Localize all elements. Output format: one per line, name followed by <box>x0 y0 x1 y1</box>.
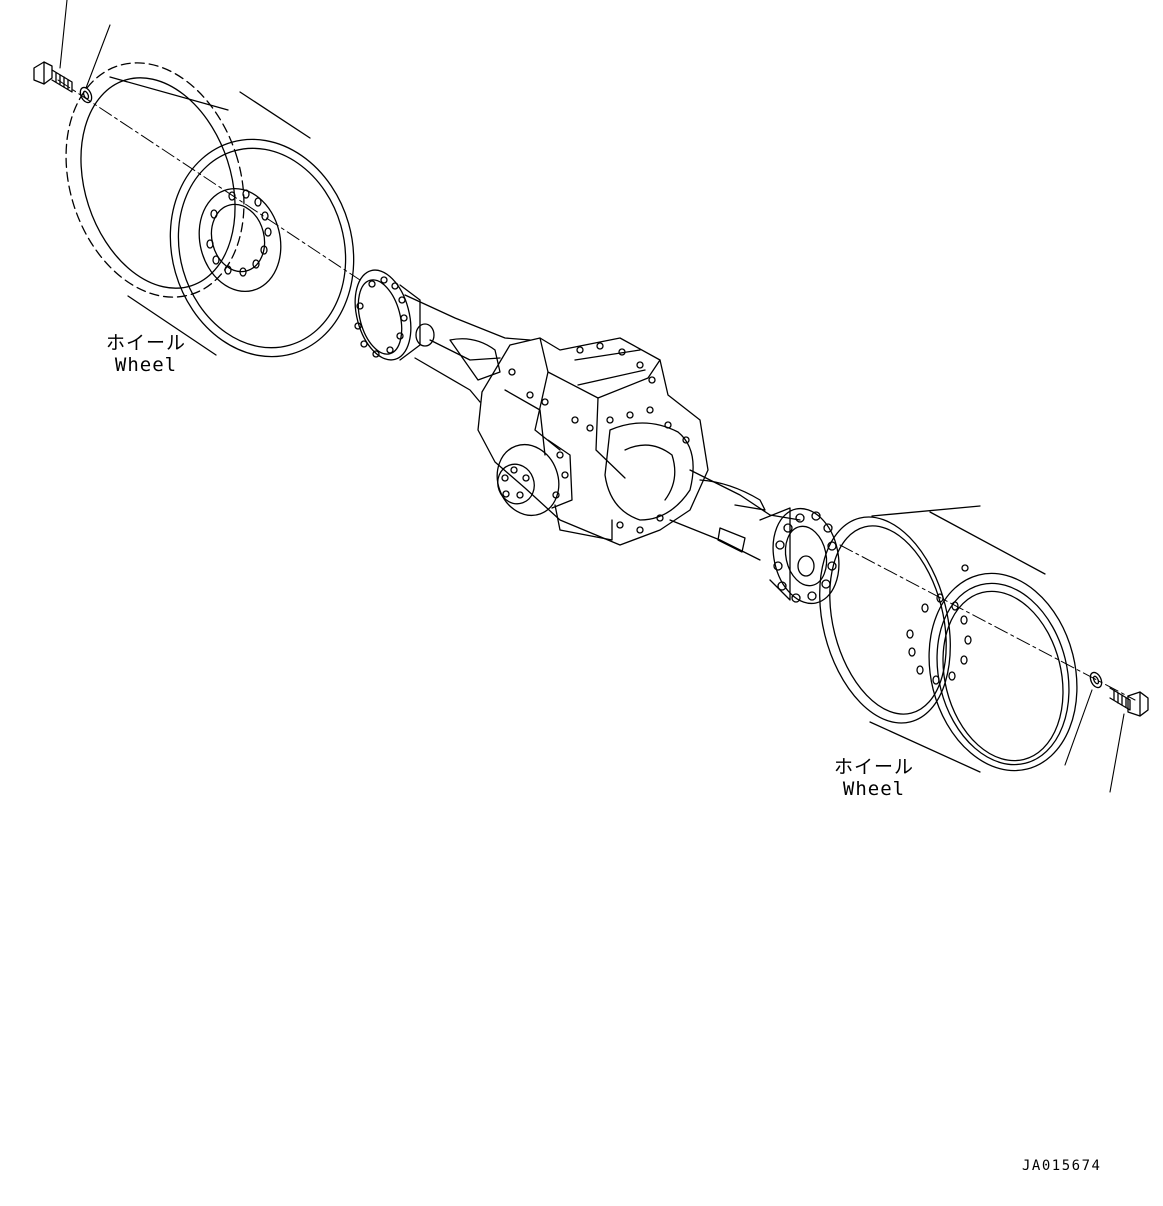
axle-housing <box>354 269 840 605</box>
left-hub-flange <box>354 269 421 361</box>
right-bolt <box>1109 687 1149 717</box>
left-wheel-label-jp: ホイール <box>105 332 186 354</box>
right-washer <box>1089 671 1103 689</box>
right-wheel-label: ホイール Wheel <box>832 756 916 800</box>
right-hub-flange <box>759 507 840 605</box>
left-wheel-rim <box>65 62 355 358</box>
center-axis-line <box>57 79 1136 701</box>
differential-bolts <box>508 342 690 534</box>
left-leader-lines <box>59 0 111 89</box>
figure-number: JA015674 <box>1022 1158 1102 1174</box>
left-wheel-label-en: Wheel <box>114 354 178 376</box>
right-wheel-label-en: Wheel <box>842 778 906 800</box>
differential-case <box>477 337 709 546</box>
right-wheel-rim <box>819 505 1078 773</box>
right-wheel-label-jp: ホイール <box>833 756 914 778</box>
right-wheel-bolt-holes <box>906 593 972 685</box>
left-wheel-label: ホイール Wheel <box>104 332 188 376</box>
left-bolt <box>33 61 73 93</box>
left-wheel-bolt-holes <box>206 189 272 277</box>
right-leader-lines <box>1064 689 1125 793</box>
